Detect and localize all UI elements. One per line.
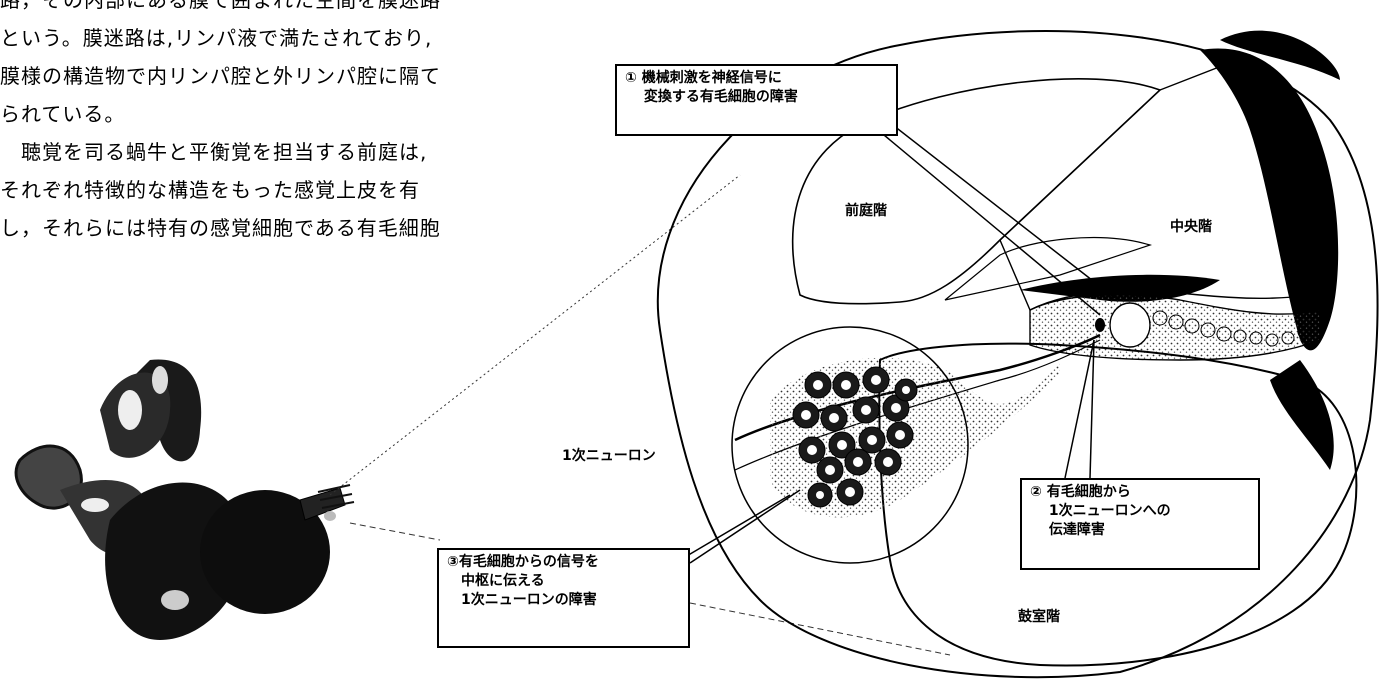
label-primary-neuron: 1次ニューロン (562, 448, 656, 464)
callout-line: ① 機械刺激を神経信号に (625, 70, 782, 86)
callout-line: 1次ニューロンの障害 (447, 592, 597, 608)
text-line: られている。 (0, 102, 126, 126)
body-paragraph: 路，その内部にある膜で囲まれた空間を膜迷路 という。膜迷路は,リンパ液で満たされ… (0, 0, 545, 247)
text-line: という。膜迷路は,リンパ液で満たされており, (0, 26, 433, 50)
callout-line: ③有毛細胞からの信号を (447, 554, 599, 570)
callout-line: 1次ニューロンへの (1030, 503, 1171, 519)
label-scala-tympani: 鼓室階 (1018, 609, 1060, 625)
callout-line: 変換する有毛細胞の障害 (625, 89, 798, 105)
callout-line: 中枢に伝える (447, 573, 545, 589)
text-line: し，それらには特有の感覚細胞である有毛細胞 (0, 216, 441, 240)
callout-line: 伝達障害 (1030, 522, 1105, 538)
text-line: 聴覚を司る蝸牛と平衡覚を担当する前庭は, (0, 140, 428, 164)
text-line: 膜様の構造物で内リンパ腔と外リンパ腔に隔て (0, 64, 441, 88)
label-scala-media: 中央階 (1170, 219, 1212, 235)
callout-hair-cell-disorder: ① 機械刺激を神経信号に 変換する有毛細胞の障害 (615, 64, 898, 136)
label-scala-vestibuli: 前庭階 (845, 203, 887, 219)
cochlea-cross-section (656, 29, 1379, 679)
text-line: それぞれ特徴的な構造をもった感覚上皮を有 (0, 178, 420, 202)
callout-transmission-disorder: ② 有毛細胞から 1次ニューロンへの 伝達障害 (1020, 478, 1260, 570)
text-line: 路，その内部にある膜で囲まれた空間を膜迷路 (0, 0, 441, 12)
spiral-ganglion (731, 326, 1060, 564)
inner-ear-illustration (14, 359, 355, 640)
callout-line: ② 有毛細胞から (1030, 484, 1131, 500)
callout-neuron-disorder: ③有毛細胞からの信号を 中枢に伝える 1次ニューロンの障害 (437, 548, 690, 648)
